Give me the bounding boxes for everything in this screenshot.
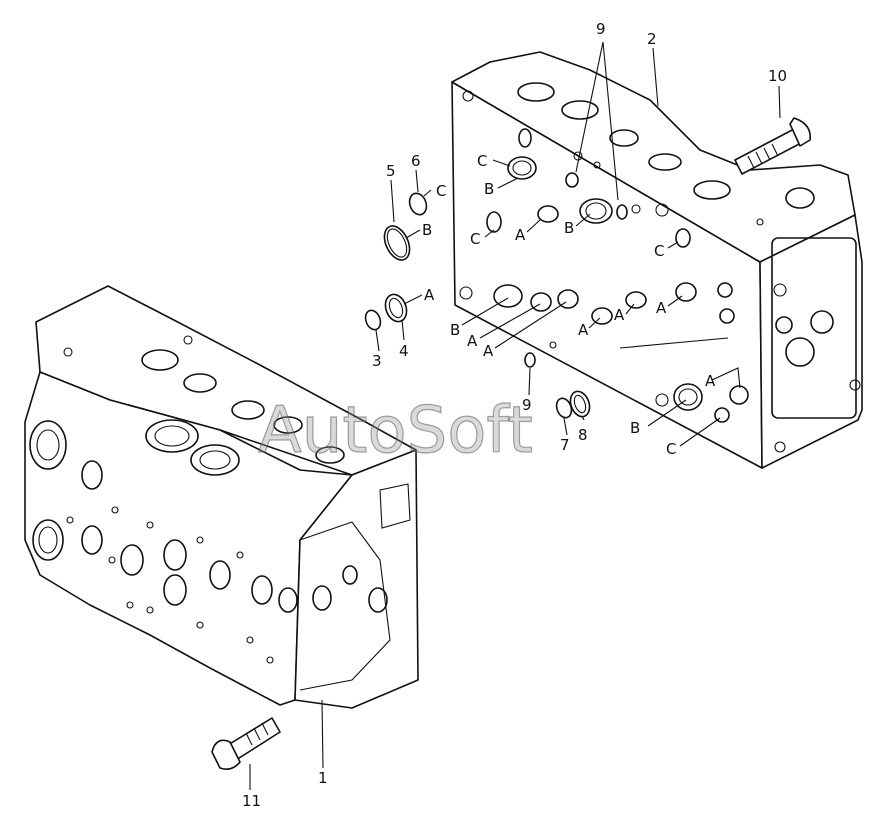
port-label-a: A [614, 306, 625, 324]
callout-labels: 9 2 10 6 5 3 4 9 7 8 1 11 [242, 20, 787, 810]
port-label-b: B [564, 219, 574, 237]
valve-block-right [451, 51, 863, 469]
port-label-c: C [470, 230, 480, 248]
seal-6 [408, 192, 428, 216]
port-label-a: A [483, 342, 494, 360]
port-label-a: A [656, 299, 667, 317]
callout-3: 3 [372, 352, 382, 370]
seal-9-lower [524, 352, 536, 368]
callout-4: 4 [399, 342, 409, 360]
seal-9-upper [565, 172, 628, 220]
port-label-c: C [654, 242, 664, 260]
port-label-b: B [450, 321, 460, 339]
port-label-a: A [705, 372, 716, 390]
bolt-10 [734, 117, 811, 175]
port-label-c: C [666, 440, 676, 458]
callout-2: 2 [647, 30, 657, 48]
callout-8: 8 [578, 426, 588, 444]
callout-1: 1 [318, 769, 328, 787]
callout-5: 5 [386, 162, 396, 180]
callout-9-bottom: 9 [522, 396, 532, 414]
callout-10: 10 [768, 67, 787, 85]
callout-7: 7 [560, 436, 570, 454]
port-label-c: C [436, 182, 446, 200]
callout-11: 11 [242, 792, 261, 810]
port-label-b: B [484, 180, 494, 198]
port-label-c: C [477, 152, 487, 170]
port-label-a: A [467, 332, 478, 350]
seal-3 [364, 309, 382, 331]
port-label-b: B [422, 221, 432, 239]
callout-9-top: 9 [596, 20, 606, 38]
seal-8 [569, 390, 591, 418]
port-labels: C B A C B C A B C B A A A A A A B C [422, 152, 716, 458]
port-label-a: A [424, 286, 435, 304]
port-label-b: B [630, 419, 640, 437]
bolt-11 [211, 717, 281, 770]
seal-5 [383, 225, 411, 261]
watermark-text: AutoSoft [258, 394, 533, 468]
valve-block-left [24, 285, 419, 709]
port-label-a: A [515, 226, 526, 244]
leader-lines [249, 41, 781, 790]
port-label-a: A [578, 321, 589, 339]
seal-4 [384, 293, 408, 323]
callout-6: 6 [411, 152, 421, 170]
